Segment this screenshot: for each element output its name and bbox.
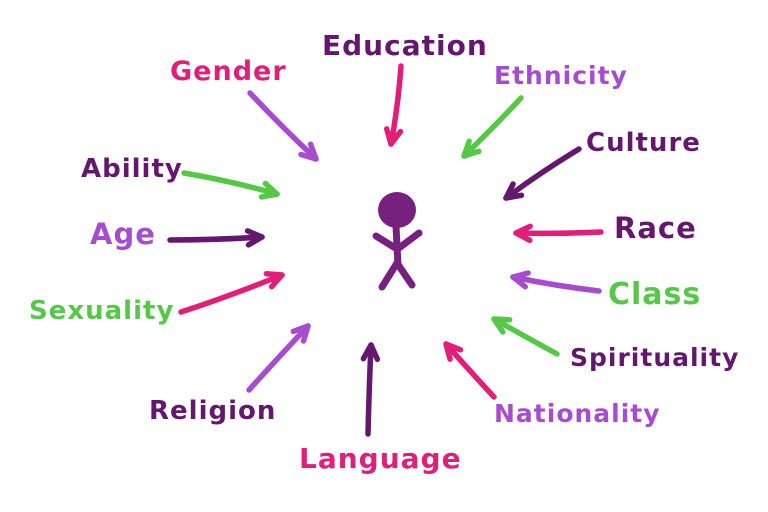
label-sexuality: Sexuality — [29, 296, 175, 326]
stick-person — [372, 192, 423, 291]
label-race: Race — [614, 211, 697, 245]
person-arms — [372, 229, 423, 253]
arrow-spirituality — [491, 316, 560, 357]
label-nationality: Nationality — [494, 399, 661, 428]
label-culture: Culture — [586, 128, 701, 158]
person-legs — [378, 259, 416, 291]
arrow-language — [360, 342, 381, 437]
person-head — [378, 192, 416, 228]
arrow-nationality — [443, 341, 497, 400]
arrow-ability — [181, 170, 280, 200]
arrow-gender — [247, 90, 319, 162]
arrow-ethnicity — [461, 95, 524, 159]
arrow-class — [510, 270, 602, 294]
arrow-culture — [503, 146, 582, 201]
label-age: Age — [90, 217, 156, 251]
label-class: Class — [608, 277, 702, 312]
arrow-religion — [246, 323, 311, 393]
label-gender: Gender — [170, 56, 287, 87]
label-religion: Religion — [149, 396, 277, 426]
label-ability: Ability — [81, 154, 183, 184]
arrow-race — [513, 223, 604, 244]
arrow-education — [383, 63, 404, 147]
arrow-age — [167, 228, 265, 248]
arrow-sexuality — [178, 271, 285, 315]
label-spirituality: Spirituality — [570, 343, 740, 372]
label-language: Language — [299, 442, 462, 475]
label-ethnicity: Ethnicity — [494, 61, 628, 90]
label-education: Education — [322, 29, 488, 62]
